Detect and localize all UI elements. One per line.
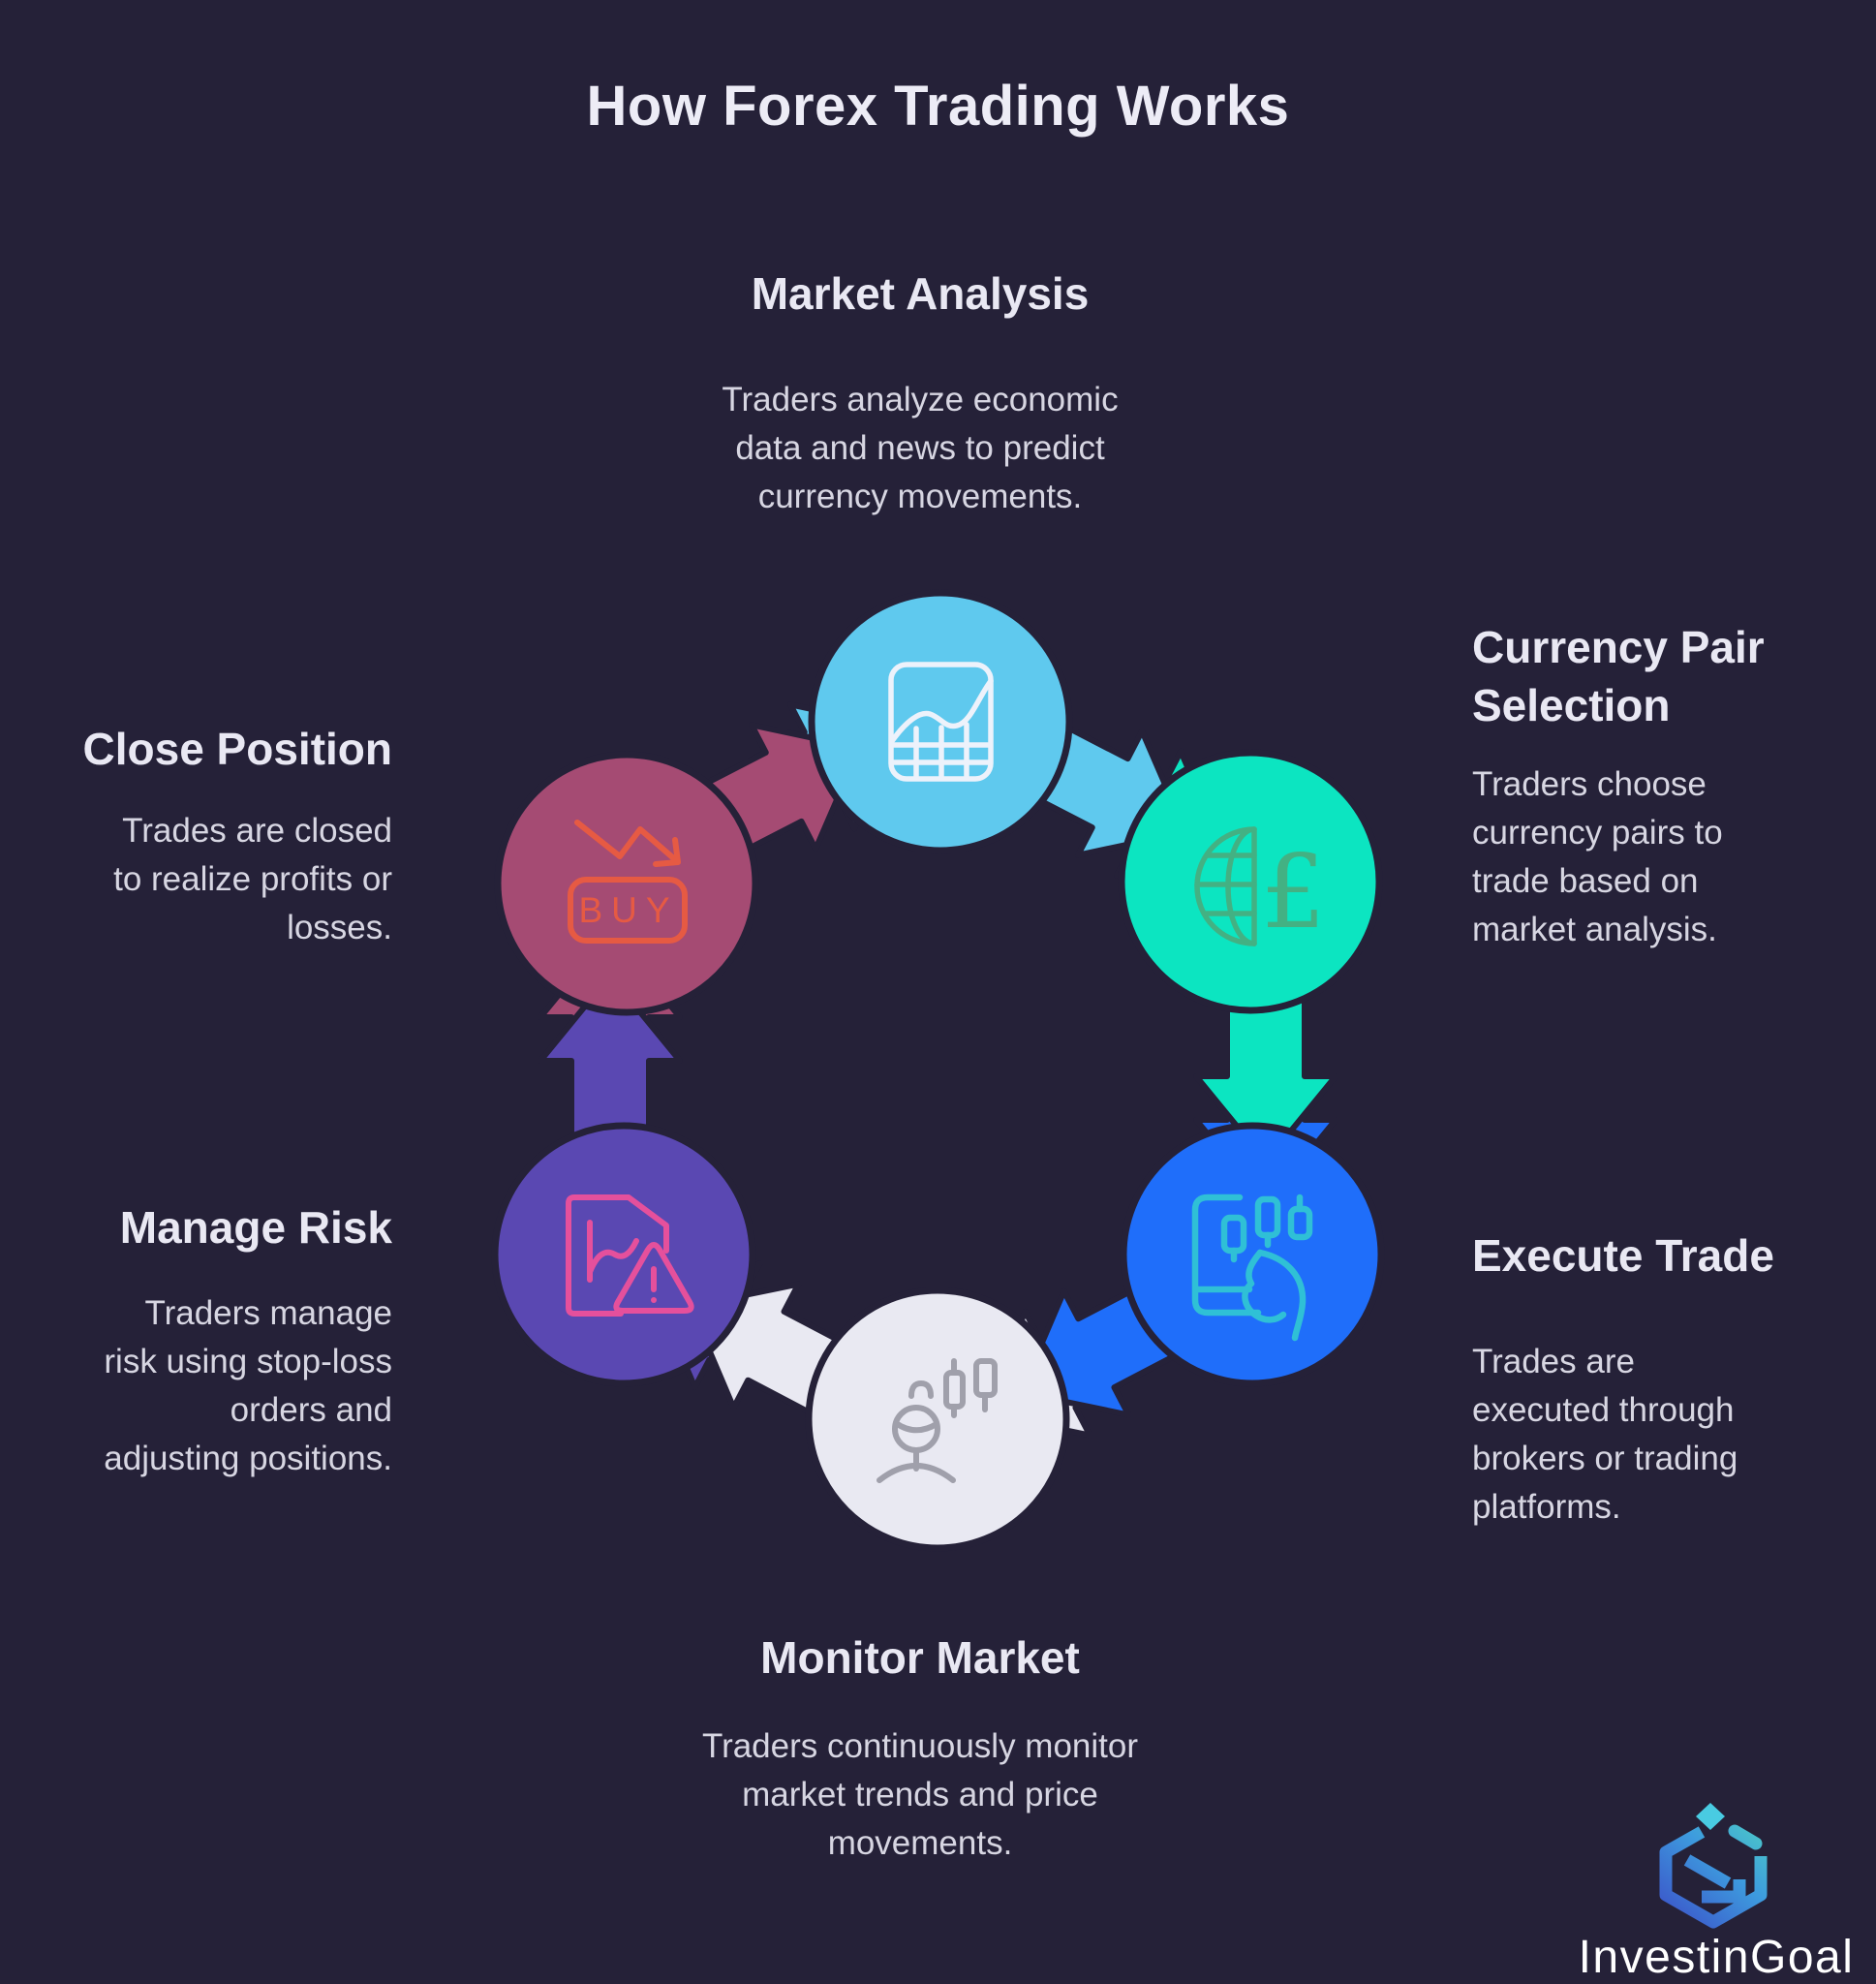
trader-shoulders bbox=[876, 1463, 956, 1483]
step-heading-monitor-market: Monitor Market bbox=[760, 1632, 1080, 1683]
circle-execute-trade bbox=[1120, 1122, 1385, 1387]
step-description-market-analysis: Traders analyze economic data and news t… bbox=[722, 381, 1119, 515]
chart-trend-line bbox=[889, 678, 994, 744]
circle-currency-pair-selection bbox=[1118, 749, 1383, 1014]
step-description-monitor-market: Traders continuously monitor market tren… bbox=[701, 1727, 1138, 1862]
hand-outline bbox=[1256, 1249, 1307, 1342]
chart-grid-columns bbox=[913, 722, 969, 780]
small-arc bbox=[908, 1380, 934, 1399]
report-curve bbox=[587, 1238, 639, 1275]
logo-g-hook bbox=[1702, 1879, 1746, 1904]
investingoal-logo: InvestinGoal bbox=[1579, 1803, 1855, 1983]
page-title: How Forex Trading Works bbox=[586, 75, 1290, 138]
downtrend-line bbox=[574, 820, 680, 864]
warning-exclamation-dot bbox=[651, 1297, 657, 1303]
step-description-currency-pair-selection: Traders choose currency pairs to trade b… bbox=[1472, 765, 1723, 948]
logo-i-stem bbox=[1683, 1854, 1732, 1889]
step-circles bbox=[491, 589, 1385, 1552]
step-heading-close-position: Close Position bbox=[82, 724, 392, 774]
risk-report-warning-icon bbox=[566, 1194, 694, 1317]
step-description-close-position: Trades are closed to realize profits or … bbox=[113, 812, 392, 946]
step-heading-currency-pair-selection: Currency Pair Selection bbox=[1472, 622, 1765, 730]
sell-chart-buy-icon: BUY bbox=[568, 820, 688, 944]
buy-button-outline bbox=[568, 877, 688, 944]
report-sheet bbox=[566, 1194, 669, 1317]
warning-triangle bbox=[613, 1242, 694, 1314]
platform-frame bbox=[1191, 1194, 1262, 1317]
step-heading-market-analysis: Market Analysis bbox=[751, 268, 1090, 319]
globe-pound-icon: £ bbox=[1194, 826, 1326, 951]
step-description-manage-risk: Traders manage risk using stop-loss orde… bbox=[104, 1294, 392, 1477]
logo-wordmark: InvestinGoal bbox=[1579, 1932, 1855, 1983]
hand-fingers bbox=[1242, 1249, 1287, 1323]
buy-button-label: BUY bbox=[578, 890, 678, 930]
globe-parallels bbox=[1194, 852, 1257, 916]
circle-close-position bbox=[494, 751, 759, 1016]
downtrend-arrowhead bbox=[653, 837, 681, 867]
trading-platform-hand-icon bbox=[1191, 1194, 1313, 1342]
chart-document-icon bbox=[888, 662, 994, 782]
trader-face-line bbox=[893, 1420, 939, 1434]
logo-top-right-facet bbox=[1728, 1824, 1763, 1850]
step-description-execute-trade: Trades are executed through brokers or t… bbox=[1472, 1343, 1738, 1526]
logo-hexagon-outline bbox=[1659, 1826, 1768, 1929]
step-heading-manage-risk: Manage Risk bbox=[119, 1202, 392, 1253]
pound-symbol: £ bbox=[1261, 833, 1326, 951]
trader-candlesticks-icon bbox=[876, 1358, 998, 1483]
logo-diamond-dot bbox=[1696, 1803, 1725, 1830]
step-heading-execute-trade: Execute Trade bbox=[1472, 1230, 1774, 1281]
